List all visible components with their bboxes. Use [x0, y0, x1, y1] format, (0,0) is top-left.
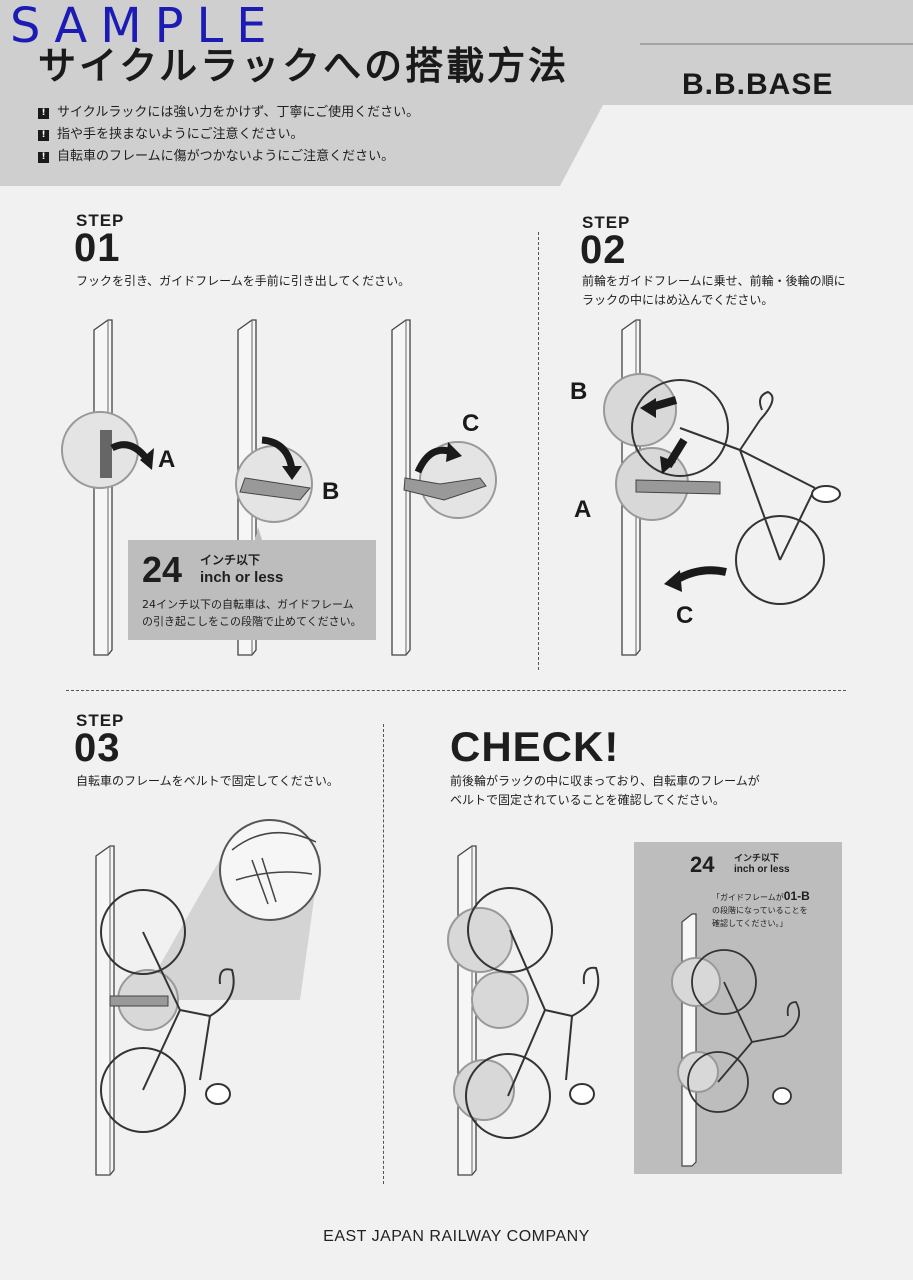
step1-letter-a: A — [158, 446, 176, 473]
caution-note: ! 指や手を挟まないようにご注意ください。 — [38, 124, 419, 146]
check-inset-24inch: 24 インチ以下 inch or less 「ガイドフレームが01-B の段階に… — [634, 842, 842, 1174]
divider-vertical-bottom — [383, 724, 384, 1184]
warning-icon: ! — [38, 129, 49, 141]
inset-note-text: の段階になっていることを — [712, 906, 808, 915]
step2-instruction-line: 前輪をガイドフレームに乗せ、前輪・後輪の順に — [582, 274, 846, 288]
divider-horizontal — [66, 690, 846, 691]
page-title: サイクルラックへの搭載方法 — [38, 44, 570, 88]
callout-body-line: の引き起こしをこの段階で止めてください。 — [142, 615, 362, 628]
caution-note: ! 自転車のフレームに傷がつかないようにご注意ください。 — [38, 146, 419, 168]
caution-notes: ! サイクルラックには強い力をかけず、丁寧にご使用ください。 ! 指や手を挟まないよ… — [38, 102, 419, 168]
callout-size-number: 24 — [142, 549, 183, 590]
callout-body-line: 24インチ以下の自転車は、ガイドフレーム — [142, 598, 354, 611]
step1-number: 01 — [74, 226, 121, 270]
callout-size-en: inch or less — [200, 569, 284, 586]
step1-letter-b: B — [322, 478, 340, 505]
step1-instruction: フックを引き、ガイドフレームを手前に引き出してください。 — [76, 274, 411, 288]
inset-note: 「ガイドフレームが01-B の段階になっていることを 確認してください。」 — [712, 890, 810, 930]
step3-label: STEP — [76, 711, 125, 730]
divider-vertical-top — [538, 232, 539, 670]
check-title: CHECK! — [450, 723, 620, 770]
inset-note-text: 確認してください。」 — [712, 919, 788, 928]
inset-size-jp: インチ以下 — [734, 853, 780, 863]
caution-text: サイクルラックには強い力をかけず、丁寧にご使用ください。 — [57, 105, 420, 120]
step3-number: 03 — [74, 726, 121, 770]
step2-letter-b: B — [570, 378, 588, 405]
check-instruction-line: 前後輪がラックの中に収まっており、自転車のフレームが — [450, 774, 760, 788]
warning-icon: ! — [38, 151, 49, 163]
caution-text: 指や手を挟まないようにご注意ください。 — [57, 127, 304, 142]
step1-letter-c: C — [462, 410, 480, 437]
brand-logo: B.B.BASE — [682, 68, 834, 101]
step2-letter-c: C — [676, 602, 694, 629]
footer-company: EAST JAPAN RAILWAY COMPANY — [323, 1228, 590, 1245]
callout-body: 24インチ以下の自転車は、ガイドフレーム の引き起こしをこの段階で止めてください… — [142, 596, 362, 630]
check-instruction-line: ベルトで固定されていることを確認してください。 — [450, 793, 725, 807]
step2-instruction-line: ラックの中にはめ込んでください。 — [582, 293, 774, 307]
step2-label: STEP — [582, 213, 631, 232]
step2-letter-a: A — [574, 496, 592, 523]
step1-label: STEP — [76, 211, 125, 230]
caution-text: 自転車のフレームに傷がつかないようにご注意ください。 — [57, 149, 395, 164]
inset-size-number: 24 — [690, 852, 715, 877]
callout-size-jp: インチ以下 — [200, 553, 261, 567]
step2-number: 02 — [580, 228, 627, 272]
step3-instruction: 自転車のフレームをベルトで固定してください。 — [76, 774, 339, 788]
watermark: SAMPLE — [10, 0, 280, 54]
inset-note-emphasis: 01-B — [783, 889, 810, 903]
step2-instruction: 前輪をガイドフレームに乗せ、前輪・後輪の順に ラックの中にはめ込んでください。 — [582, 272, 846, 310]
inset-note-text: 「ガイドフレームが — [712, 893, 784, 902]
inset-bike-illustration — [671, 913, 800, 1167]
warning-icon: ! — [38, 107, 49, 119]
step1-callout-24inch: 24 インチ以下 inch or less 24インチ以下の自転車は、ガイドフレ… — [128, 540, 376, 640]
check-instruction: 前後輪がラックの中に収まっており、自転車のフレームが ベルトで固定されていること… — [450, 772, 760, 810]
caution-note: ! サイクルラックには強い力をかけず、丁寧にご使用ください。 — [38, 102, 419, 124]
inset-size-en: inch or less — [734, 864, 790, 875]
header-band-cutout — [0, 43, 913, 186]
